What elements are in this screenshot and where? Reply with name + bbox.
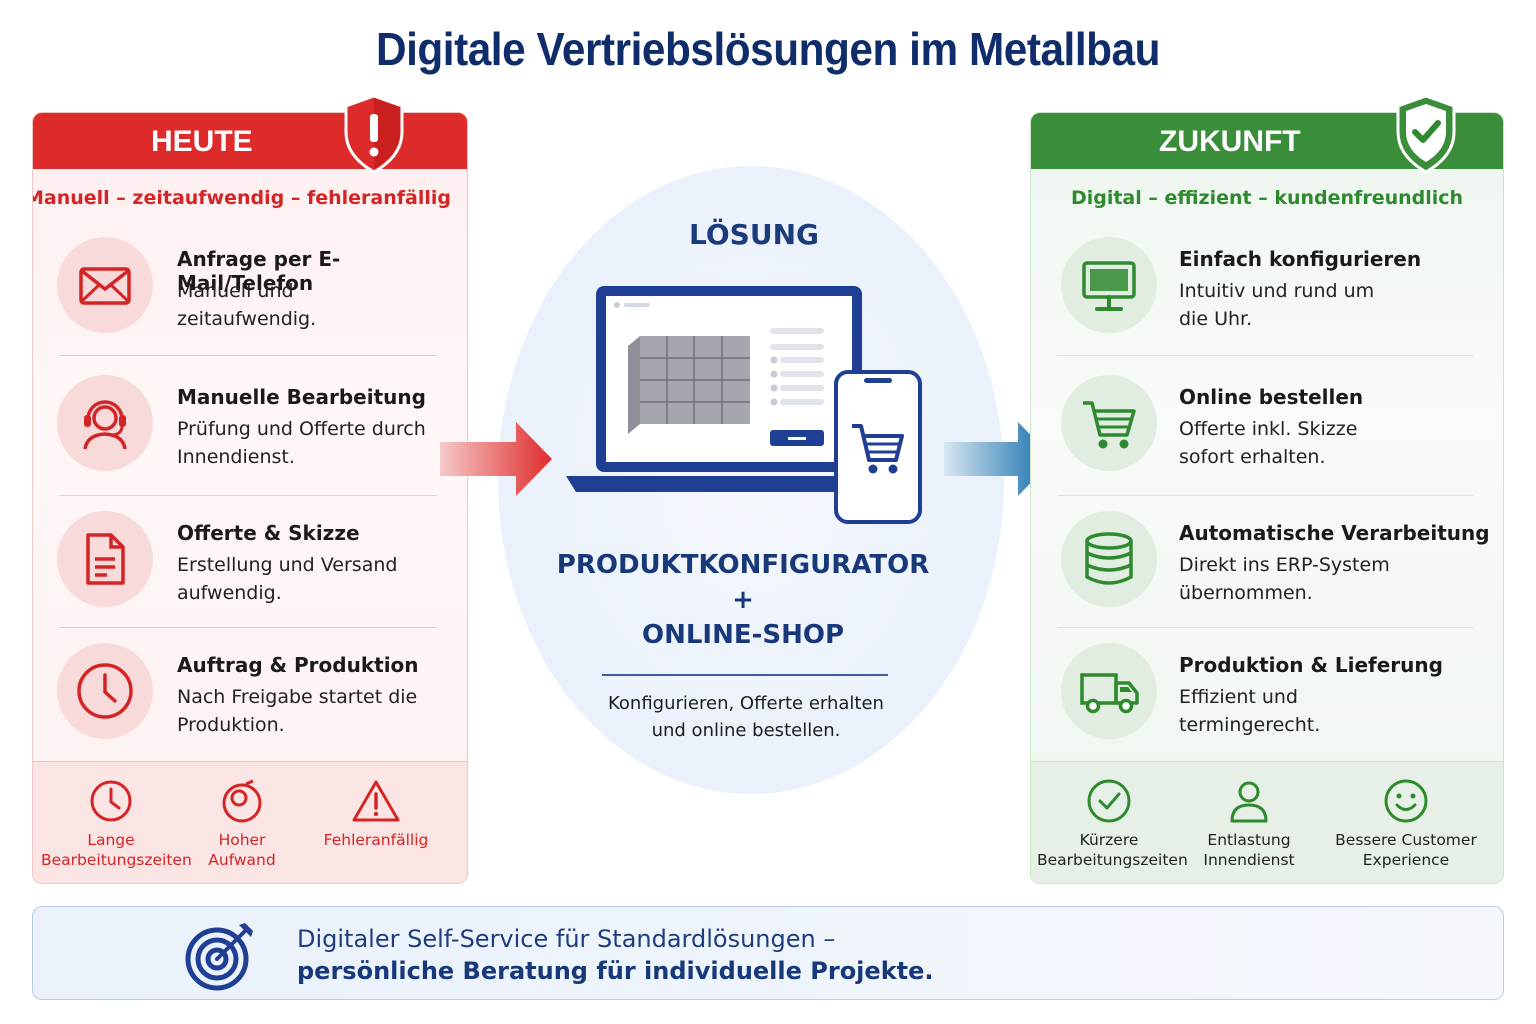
item-text: Effizient und termingerecht.	[1179, 686, 1321, 736]
footer-item: Bessere Customer Experience	[1331, 778, 1481, 870]
item-text: Erstellung und Versand aufwendig.	[177, 554, 398, 604]
footer-item: Entlastung Innendienst	[1193, 778, 1305, 870]
target-icon	[185, 923, 253, 991]
check-circle-icon	[1087, 779, 1131, 823]
solution-line2: ONLINE-SHOP	[641, 620, 845, 650]
effort-icon	[222, 779, 262, 823]
item-text: Intuitiv und rund um die Uhr.	[1179, 280, 1375, 330]
footer-line1: Lange	[87, 831, 135, 849]
item-text: Direkt ins ERP-System übernommen.	[1179, 554, 1390, 604]
item-text: Nach Freigabe startet die Produktion.	[177, 686, 418, 736]
arrow-right-red-icon	[440, 422, 552, 496]
today-item-order: Auftrag & Produktion Nach Freigabe start…	[33, 643, 467, 773]
footer-item: Hoher Aufwand	[183, 778, 301, 870]
document-icon	[86, 533, 125, 585]
today-item-processing: Manuelle Bearbeitung Prüfung und Offerte…	[33, 375, 467, 505]
footer-line1: Fehleranfällig	[323, 831, 429, 849]
solution-desc-line2: und online bestellen.	[651, 720, 841, 741]
solution-title: PRODUKTKONFIGURATOR + ONLINE-SHOP	[498, 548, 988, 653]
solution-plus: +	[732, 585, 754, 615]
truck-icon	[1080, 673, 1139, 714]
solution-label: LÖSUNG	[689, 218, 819, 251]
today-item-request: Anfrage per E-Mail/Telefon Manuell und z…	[33, 237, 467, 367]
footer-line2: Bearbeitungszeiten	[1037, 851, 1188, 869]
divider	[59, 627, 437, 628]
headset-icon	[83, 400, 127, 450]
footer-item: Kürzere Bearbeitungszeiten	[1037, 778, 1188, 870]
item-heading: Einfach konfigurieren	[1179, 247, 1422, 271]
footer-line1: Kürzere	[1079, 831, 1139, 849]
divider	[1057, 495, 1473, 496]
footer-item: Lange Bearbeitungszeiten	[41, 778, 192, 870]
today-label: HEUTE	[151, 125, 253, 158]
footer-line1: Bessere Customer	[1335, 831, 1477, 849]
future-item-processing: Automatische Verarbeitung Direkt ins ERP…	[1031, 511, 1503, 641]
footer-line2: Innendienst	[1203, 851, 1295, 869]
item-heading: Online bestellen	[1179, 385, 1364, 409]
divider	[59, 495, 437, 496]
future-subtitle: Digital – effizient – kundenfreundlich	[1070, 187, 1464, 209]
warning-icon	[352, 780, 400, 822]
today-item-offer: Offerte & Skizze Erstellung und Versand …	[33, 511, 467, 641]
cart-icon	[1083, 401, 1136, 449]
item-heading: Offerte & Skizze	[177, 521, 360, 545]
today-footer: Lange Bearbeitungszeiten Hoher Aufwand F…	[33, 761, 467, 883]
item-heading: Auftrag & Produktion	[177, 653, 419, 677]
footer-line2: Bearbeitungszeiten	[41, 851, 192, 869]
solution-divider	[602, 674, 888, 676]
future-item-order: Online bestellen Offerte inkl. Skizze so…	[1031, 375, 1503, 505]
today-panel: HEUTE Manuell – zeitaufwendig – fehleran…	[32, 112, 468, 884]
bottom-banner: Digitaler Self-Service für Standardlösun…	[32, 906, 1504, 1000]
footer-line1: Entlastung	[1207, 831, 1291, 849]
solution-line1: PRODUKTKONFIGURATOR	[556, 550, 930, 580]
item-text: Prüfung und Offerte durch Innendienst.	[177, 418, 426, 468]
shield-alert-icon	[344, 94, 404, 174]
item-heading: Manuelle Bearbeitung	[177, 385, 426, 409]
future-item-delivery: Produktion & Lieferung Effizient und ter…	[1031, 643, 1503, 773]
footer-line1: Hoher	[218, 831, 266, 849]
solution-description: Konfigurieren, Offerte erhalten und onli…	[498, 690, 994, 744]
future-label: ZUKUNFT	[1159, 125, 1301, 158]
footer-line2: Aufwand	[208, 851, 276, 869]
database-icon	[1085, 532, 1133, 585]
item-text: Manuell und zeitaufwendig.	[177, 280, 317, 330]
banner-line2: persönliche Beratung für individuelle Pr…	[297, 957, 934, 985]
clock-icon	[90, 780, 132, 822]
today-subtitle: Manuell – zeitaufwendig – fehleranfällig	[32, 187, 451, 209]
future-item-configure: Einfach konfigurieren Intuitiv und rund …	[1031, 237, 1503, 367]
item-heading: Automatische Verarbeitung	[1179, 521, 1490, 545]
divider	[1057, 627, 1473, 628]
smiley-icon	[1384, 779, 1428, 823]
footer-line2: Experience	[1362, 851, 1450, 869]
shield-check-icon	[1396, 94, 1456, 174]
banner-line1: Digitaler Self-Service für Standardlösun…	[297, 925, 836, 953]
monitor-icon	[1082, 261, 1136, 311]
user-icon	[1230, 781, 1268, 823]
divider	[59, 355, 437, 356]
footer-item: Fehleranfällig	[311, 778, 441, 850]
clock-icon	[77, 663, 133, 719]
mail-icon	[79, 267, 131, 305]
solution-desc-line1: Konfigurieren, Offerte erhalten	[608, 693, 884, 714]
item-text: Offerte inkl. Skizze sofort erhalten.	[1179, 418, 1358, 468]
phone-cart-icon	[834, 370, 922, 524]
future-footer: Kürzere Bearbeitungszeiten Entlastung In…	[1031, 761, 1503, 883]
item-heading: Anfrage per E-Mail/Telefon	[177, 247, 341, 295]
laptop-icon	[566, 286, 866, 492]
item-heading: Produktion & Lieferung	[1179, 653, 1443, 677]
future-panel: ZUKUNFT Digital – effizient – kundenfreu…	[1030, 112, 1504, 884]
page-title: Digitale Vertriebslösungen im Metallbau	[376, 23, 1160, 75]
arrow-right-blue-icon	[944, 422, 1054, 496]
divider	[1057, 355, 1473, 356]
